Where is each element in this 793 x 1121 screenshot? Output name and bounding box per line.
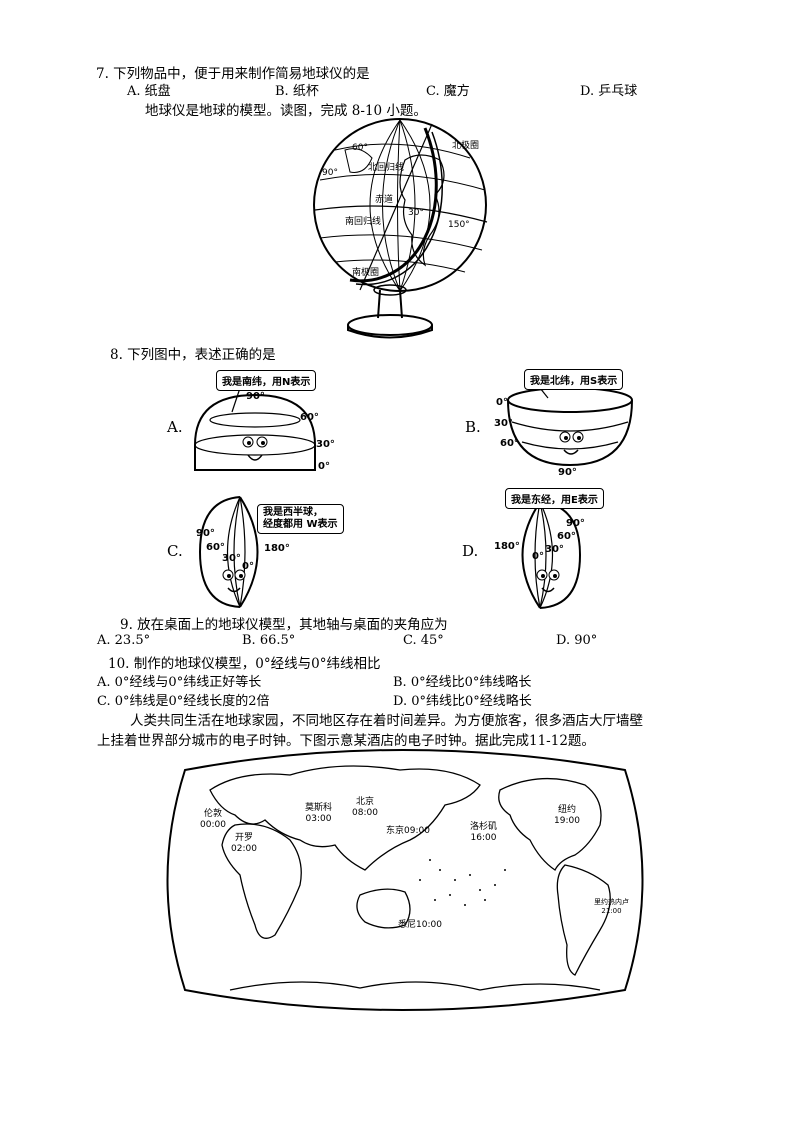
q8-a-bubble: 我是南纬，用N表示	[216, 370, 317, 391]
city-sydney: 悉尼10:00	[398, 920, 442, 931]
q9-option-c: C. 45°	[403, 633, 444, 648]
city-tokyo: 东京09:00	[386, 826, 430, 837]
globe-label-90: 90°	[322, 168, 338, 178]
globe-label-antarctic: 南极圈	[352, 268, 380, 278]
globe-label-arctic: 北极圈	[452, 141, 480, 151]
q8-d-deg-30: 30°	[545, 544, 564, 555]
q8-c-deg-60: 60°	[206, 542, 225, 553]
q8-a-deg-30: 30°	[316, 439, 335, 450]
city-rio: 里约热内卢 21:00	[594, 898, 629, 916]
q7-option-a: A. 纸盘	[127, 84, 171, 99]
city-london-time: 00:00	[200, 820, 226, 830]
city-sydney-name: 悉尼10:00	[398, 920, 442, 930]
q8-a-deg-0: 0°	[318, 461, 330, 472]
city-tokyo-name: 东京09:00	[386, 826, 430, 836]
q9-option-d: D. 90°	[556, 633, 598, 648]
city-cairo-name: 开罗	[234, 833, 253, 843]
q8-c-letter: C.	[167, 542, 183, 560]
intro-11-12-line1: 人类共同生活在地球家园，不同地区存在着时间差异。为方便旅客，很多酒店大厅墙壁	[130, 713, 643, 729]
q7-option-c: C. 魔方	[426, 84, 470, 99]
q9-stem: 9. 放在桌面上的地球仪模型，其地轴与桌面的夹角应为	[120, 617, 448, 633]
q8-d-deg-60: 60°	[557, 531, 576, 542]
q8-c-bubble-line2: 经度都用 W表示	[263, 519, 338, 530]
q8-b-bubble: 我是北纬，用S表示	[524, 369, 624, 390]
q8-b-deg-0: 0°	[496, 397, 508, 408]
q8-a-letter: A.	[167, 418, 183, 436]
city-beijing-name: 北京	[355, 797, 374, 807]
city-los-angeles-time: 16:00	[470, 833, 497, 843]
globe-label-60: 60°	[352, 143, 368, 153]
globe-label-150: 150°	[448, 220, 470, 230]
globe-label-30: 30°	[408, 208, 424, 218]
q8-c-bubble: 我是西半球， 经度都用 W表示	[257, 504, 344, 534]
q8-a-deg-60: 60°	[300, 412, 319, 423]
q10-option-a: A. 0°经线与0°纬线正好等长	[97, 675, 262, 690]
q8-d-bubble: 我是东经，用E表示	[505, 488, 604, 509]
q8-b-deg-30: 30°	[494, 418, 513, 429]
city-moscow-name: 莫斯科	[305, 803, 333, 813]
city-london-name: 伦敦	[203, 809, 222, 819]
city-los-angeles-name: 洛杉矶	[470, 822, 498, 832]
q8-b-deg-60: 60°	[500, 438, 519, 449]
q8-b-letter: B.	[465, 418, 481, 436]
city-new-york: 纽约 19:00	[554, 805, 580, 827]
city-rio-name: 里约热内卢	[594, 898, 629, 906]
globe-label-tropic-n: 北回归线	[368, 163, 405, 173]
q8-c-deg-90: 90°	[196, 528, 215, 539]
city-moscow-time: 03:00	[305, 814, 332, 824]
q8-b-deg-90: 90°	[558, 467, 577, 478]
city-moscow: 莫斯科 03:00	[305, 803, 332, 825]
city-los-angeles: 洛杉矶 16:00	[470, 822, 497, 844]
city-rio-time: 21:00	[601, 907, 622, 915]
city-cairo: 开罗 02:00	[231, 833, 257, 855]
q7-stem: 7. 下列物品中，便于用来制作简易地球仪的是	[96, 66, 370, 82]
globe-label-tropic-s: 南回归线	[345, 217, 382, 227]
q8-c-deg-0: 0°	[242, 561, 254, 572]
city-new-york-time: 19:00	[554, 816, 580, 826]
q8-d-deg-90: 90°	[566, 518, 585, 529]
globe-label-equator: 赤道	[375, 195, 394, 205]
q8-c-bubble-line1: 我是西半球，	[263, 507, 323, 518]
city-london: 伦敦 00:00	[200, 809, 226, 831]
city-cairo-time: 02:00	[231, 844, 257, 854]
q8-c-deg-30: 30°	[222, 553, 241, 564]
q10-option-b: B. 0°经线比0°纬线略长	[393, 675, 532, 690]
intro-11-12-line2: 上挂着世界部分城市的电子时钟。下图示意某酒店的电子时钟。据此完成11-12题。	[97, 733, 595, 749]
q7-option-b: B. 纸杯	[275, 84, 319, 99]
q10-stem: 10. 制作的地球仪模型，0°经线与0°纬线相比	[108, 656, 381, 672]
q7-option-d: D. 乒乓球	[580, 84, 638, 99]
q8-d-letter: D.	[462, 542, 479, 560]
q10-option-c: C. 0°纬线是0°经线长度的2倍	[97, 694, 270, 709]
q9-option-b: B. 66.5°	[242, 633, 296, 648]
q9-option-a: A. 23.5°	[97, 633, 151, 648]
city-new-york-name: 纽约	[557, 805, 576, 815]
q8-a-deg-90: 90°	[246, 391, 265, 402]
city-beijing: 北京 08:00	[352, 797, 378, 819]
q8-d-deg-0: 0°	[532, 551, 544, 562]
q8-d-deg-180: 180°	[494, 541, 520, 552]
q8-c-deg-180: 180°	[264, 543, 290, 554]
q10-option-d: D. 0°纬线比0°经线略长	[393, 694, 532, 709]
q8-stem: 8. 下列图中，表述正确的是	[110, 347, 276, 363]
intro-8-10: 地球仪是地球的模型。读图，完成 8-10 小题。	[145, 103, 427, 119]
city-beijing-time: 08:00	[352, 808, 378, 818]
